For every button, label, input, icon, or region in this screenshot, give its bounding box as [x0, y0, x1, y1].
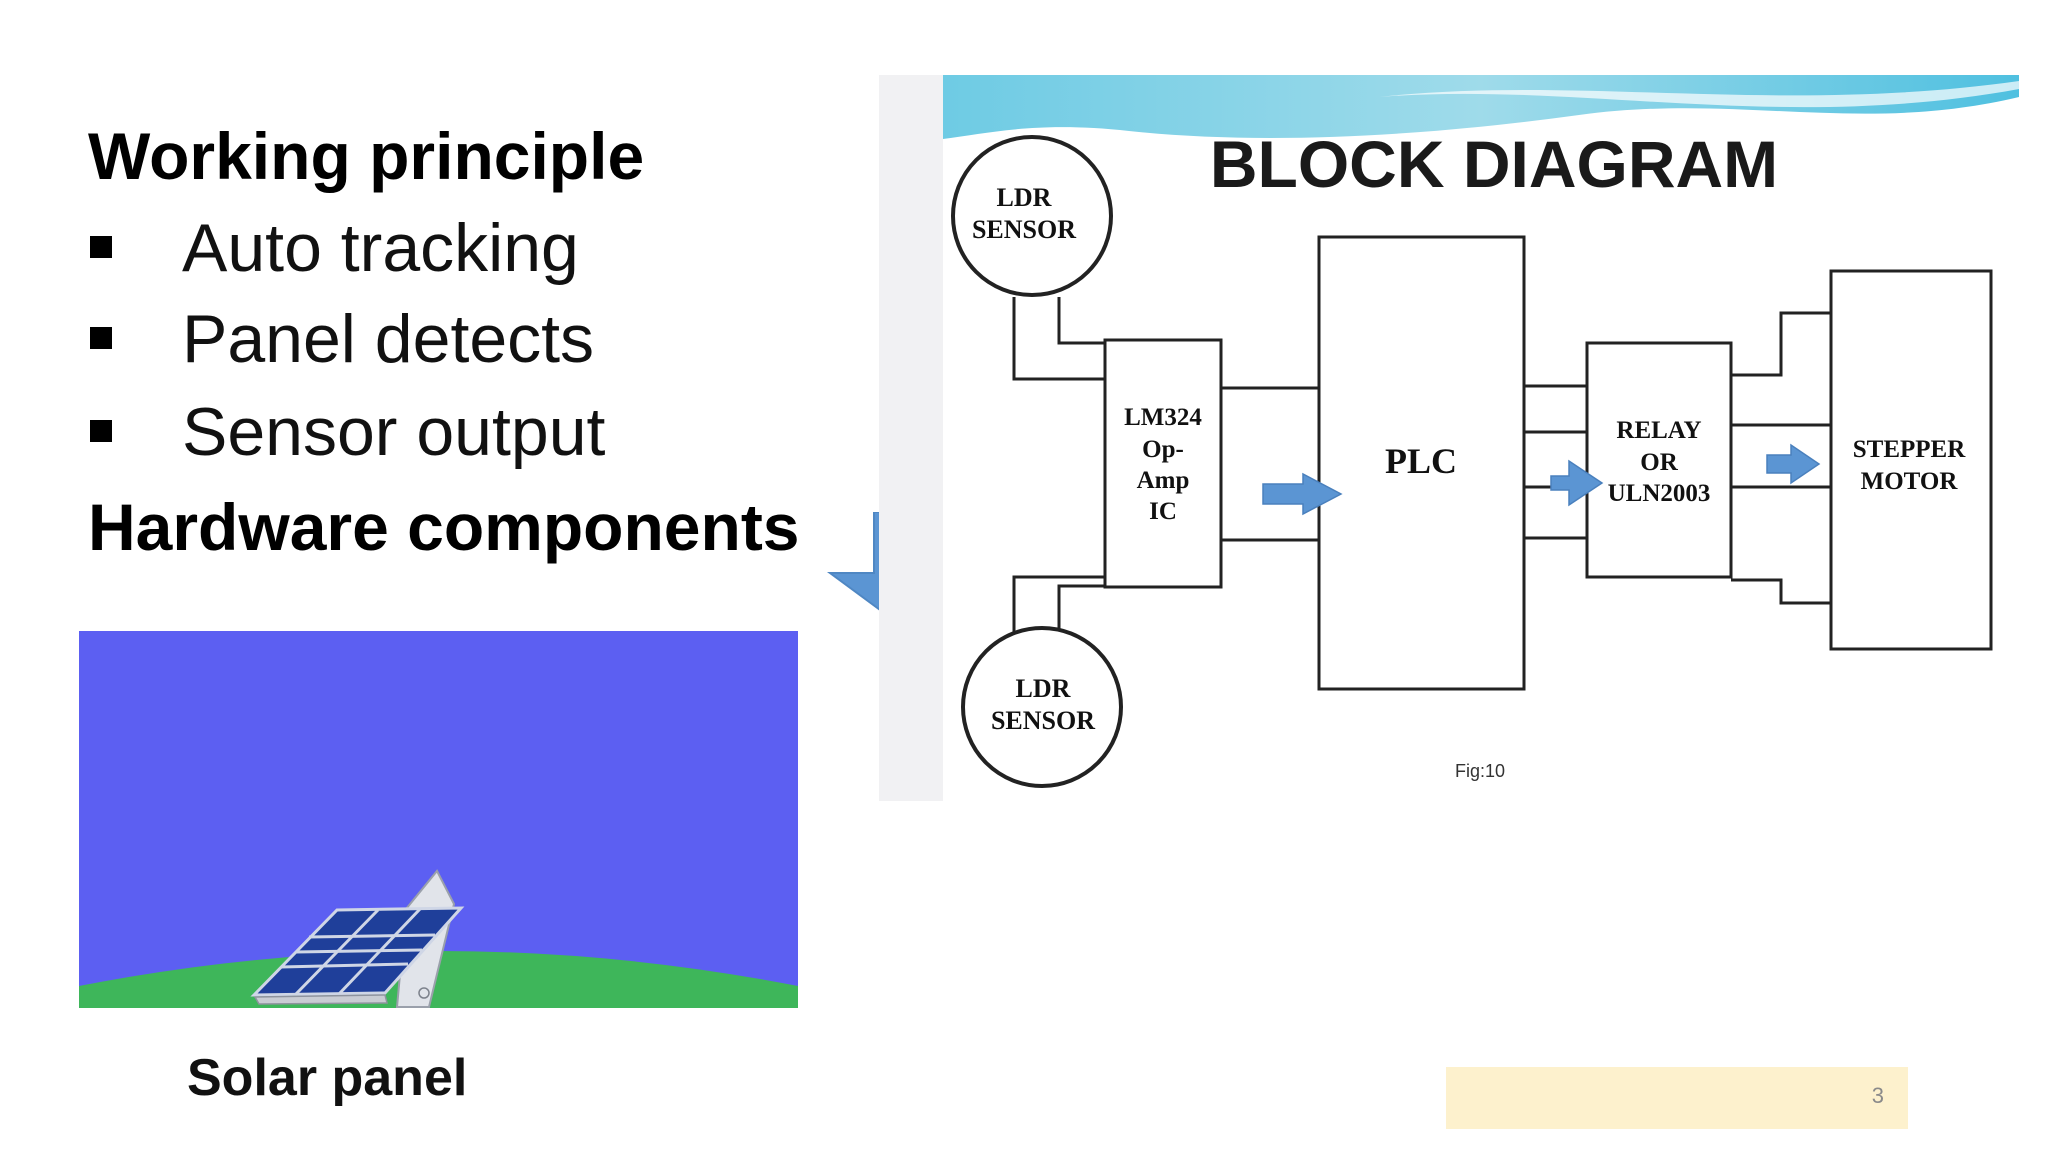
- block-diagram: BLOCK DIAGRAM: [879, 75, 2027, 801]
- opamp-line1: LM324: [1124, 404, 1202, 431]
- bullet-text: Auto tracking: [182, 210, 579, 286]
- page-number: 3: [1871, 1083, 1884, 1108]
- solar-panel-illustration: [79, 631, 798, 1008]
- header-wave: [943, 75, 2019, 139]
- ldr-sensor-bottom: [961, 626, 1123, 788]
- right-arrow-icon: [1550, 459, 1604, 507]
- opamp-line4: IC: [1149, 498, 1177, 525]
- heading-working-principle: Working principle: [88, 119, 645, 193]
- solar-panel-animation: [79, 631, 798, 1008]
- solar-panel-caption: Solar panel: [187, 1049, 468, 1107]
- page-number-box: 3: [1446, 1067, 1908, 1129]
- plc-block: [1317, 235, 1526, 691]
- ldr-bottom-line2: SENSOR: [991, 706, 1095, 735]
- opamp-line3: Amp: [1137, 467, 1190, 494]
- plc-label: PLC: [1385, 441, 1457, 481]
- relay-line2: OR: [1640, 449, 1678, 476]
- square-bullet-icon: [90, 420, 112, 443]
- connector-lines: [1012, 297, 1831, 637]
- block-diagram-image: BLOCK DIAGRAM: [879, 75, 2027, 801]
- square-bullet-icon: [90, 236, 112, 259]
- bullet-item: Panel detects: [90, 305, 594, 373]
- motor-line2: MOTOR: [1861, 468, 1959, 495]
- opamp-line2: Op-: [1142, 436, 1184, 463]
- right-arrow-icon: [1262, 472, 1343, 516]
- relay-line1: RELAY: [1616, 417, 1701, 444]
- opamp-block: [1103, 338, 1223, 589]
- ldr-top-line2: SENSOR: [972, 215, 1076, 244]
- square-bullet-icon: [90, 327, 112, 350]
- heading-hardware-components: Hardware components: [88, 490, 800, 564]
- motor-line1: STEPPER: [1853, 436, 1966, 463]
- diagram-title: BLOCK DIAGRAM: [1210, 127, 1778, 201]
- figure-label: Fig:10: [1455, 761, 1505, 781]
- ldr-top-line1: LDR: [997, 183, 1052, 212]
- solar-panel-icon: [250, 869, 465, 1008]
- relay-line3: ULN2003: [1608, 480, 1711, 507]
- bullet-text: Panel detects: [182, 301, 595, 377]
- ldr-bottom-line1: LDR: [1016, 674, 1071, 703]
- bullet-text: Sensor output: [182, 394, 606, 470]
- ldr-sensor-top: [951, 135, 1113, 297]
- bullet-item: Auto tracking: [90, 214, 579, 282]
- stepper-motor-block: [1829, 269, 1993, 651]
- bullet-item: Sensor output: [90, 398, 605, 466]
- relay-block: [1585, 341, 1733, 579]
- right-arrow-icon: [1766, 443, 1821, 485]
